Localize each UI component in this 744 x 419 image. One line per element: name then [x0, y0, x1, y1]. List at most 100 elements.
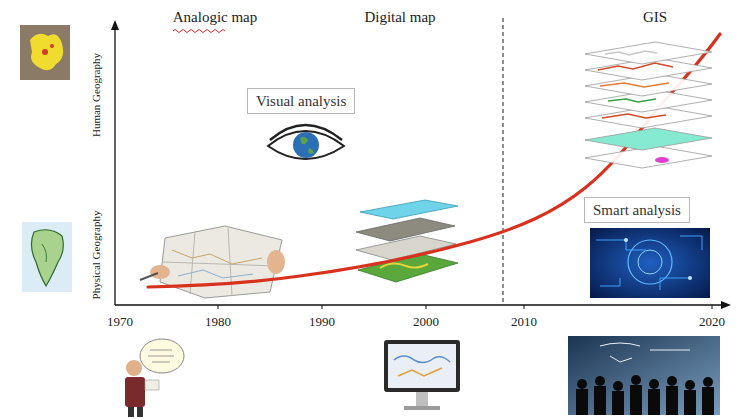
- year-tick: 2000: [413, 314, 439, 330]
- axes-part: [115, 304, 724, 305]
- paper-map-part: [172, 250, 262, 264]
- physical-geography-icon: [22, 222, 72, 292]
- monitor-icon: [384, 340, 460, 410]
- box-label: Smart analysis: [593, 201, 681, 219]
- crowd-image-part-part: [576, 389, 588, 415]
- analysis-box: Visual analysis: [247, 88, 355, 114]
- monitor-icon-part: [388, 344, 456, 388]
- physical-geography-icon-part: [22, 222, 72, 292]
- axes-part: [322, 305, 323, 309]
- year-tick: 2010: [511, 314, 537, 330]
- person-figure-part: [140, 339, 184, 373]
- tech-image-part: [628, 240, 672, 284]
- axes-part: [426, 305, 427, 309]
- person-figure-part: [126, 360, 142, 376]
- crowd-image-part-part: [666, 386, 678, 415]
- human-geography-icon-part: [42, 49, 48, 55]
- eye-icon-part: [308, 148, 314, 154]
- gis-layers-part: [585, 128, 712, 150]
- era-title: Digital map: [364, 8, 435, 26]
- year-tick: 1970: [107, 314, 133, 330]
- era-title: Analogic map: [173, 8, 258, 26]
- person-figure: [125, 339, 184, 417]
- monitor-icon-part: [384, 340, 460, 392]
- tech-image-part: [688, 276, 692, 280]
- monitor-icon-part: [398, 368, 442, 376]
- paper-map-part: [267, 250, 285, 274]
- human-geography-icon-part: [20, 25, 70, 80]
- axis-label: Physical Geography: [90, 211, 103, 300]
- paper-map-part: [178, 270, 253, 278]
- box-label: Visual analysis: [256, 92, 346, 110]
- crowd-image: [568, 336, 720, 415]
- eye-icon-part: [270, 125, 342, 140]
- era-divider: [502, 18, 503, 304]
- monitor-icon-part: [394, 356, 450, 363]
- person-figure-part: [145, 380, 159, 390]
- crowd-image-part-part: [685, 380, 695, 390]
- person-figure-part: [148, 350, 174, 362]
- crowd-image-part: [576, 375, 714, 415]
- monitor-icon-part: [416, 392, 428, 406]
- person-figure-part: [125, 377, 145, 407]
- digital-layers-part: [360, 200, 458, 219]
- monitor-icon-part: [404, 406, 440, 410]
- tech-image-part: [624, 238, 628, 242]
- era-title: GIS: [643, 8, 667, 26]
- gis-layer-marks-part: [600, 83, 669, 87]
- crowd-image-part-part: [630, 385, 642, 415]
- eye-icon-part: [300, 137, 308, 144]
- eye-icon: [268, 125, 344, 159]
- gis-layer-marks-part: [608, 99, 656, 102]
- axes-part: [524, 305, 525, 309]
- tech-image-part: [590, 228, 710, 298]
- crowd-image-part-part: [613, 381, 623, 391]
- axes-part: [111, 20, 119, 30]
- squiggle-underline: [173, 30, 225, 33]
- year-tick: 1990: [309, 314, 335, 330]
- analysis-box: Smart analysis: [584, 197, 690, 223]
- paper-map-part: [163, 262, 276, 266]
- crowd-image-part-part: [594, 386, 606, 415]
- crowd-image-part: [600, 343, 690, 362]
- gis-layer-marks-part: [602, 114, 666, 118]
- crowd-image-part-part: [648, 389, 660, 415]
- crowd-image-part-part: [631, 375, 641, 385]
- human-geography-icon: [20, 25, 70, 80]
- digital-layers: [356, 200, 458, 282]
- crowd-image-part-part: [595, 376, 605, 386]
- crowd-image-part-part: [702, 387, 714, 415]
- crowd-image-part-part: [612, 391, 624, 415]
- physical-geography-icon-part: [42, 244, 47, 262]
- person-figure-part: [128, 407, 134, 417]
- crowd-image-part-part: [684, 390, 696, 415]
- person-figure-part: [137, 407, 143, 417]
- digital-layers-part: [356, 218, 455, 241]
- gis-layers-part: [585, 146, 712, 168]
- crowd-image-part-part: [577, 379, 587, 389]
- axis-label: Human Geography: [90, 53, 103, 137]
- tech-image-part: [638, 250, 662, 274]
- paper-map-part: [140, 273, 158, 280]
- axes-part: [721, 301, 731, 309]
- eye-icon-part: [293, 132, 319, 158]
- axes: [111, 20, 731, 309]
- human-geography-icon-part: [30, 34, 63, 71]
- crowd-image-part-part: [667, 376, 677, 386]
- gis-layers-part: [585, 42, 712, 64]
- axes-part: [712, 305, 713, 309]
- eye-icon-part: [268, 131, 344, 159]
- crowd-image-part: [568, 336, 720, 415]
- year-tick: 1980: [205, 314, 231, 330]
- year-tick: 2020: [699, 314, 725, 330]
- digital-layers-part: [380, 263, 428, 268]
- tech-image: [590, 228, 710, 298]
- physical-geography-icon-part: [31, 230, 63, 286]
- crowd-image-part-part: [703, 377, 713, 387]
- gis-layer-marks: [598, 51, 673, 163]
- gis-layers: [585, 42, 712, 168]
- axes-part: [218, 305, 219, 309]
- axes-part: [114, 26, 115, 305]
- paper-map-part: [150, 265, 170, 279]
